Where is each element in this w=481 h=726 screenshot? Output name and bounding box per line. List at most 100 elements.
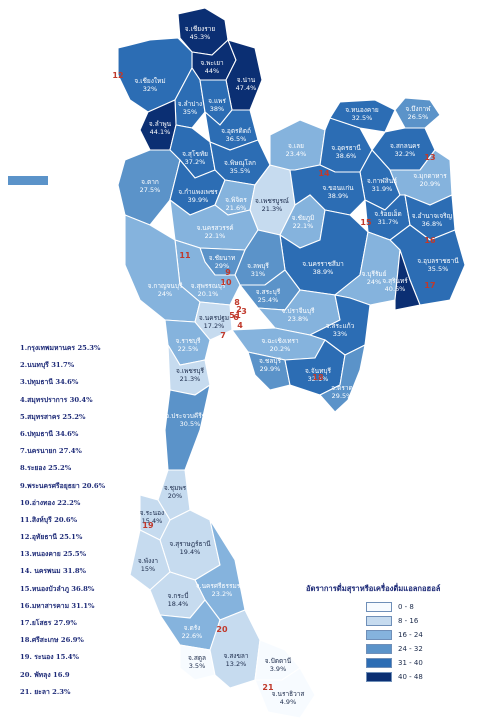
legend-swatch	[366, 644, 392, 654]
region-number-marker: 13	[424, 153, 435, 162]
province-trat	[319, 344, 366, 413]
province-value-lopburi: 31%	[251, 270, 265, 278]
province-label-prachinburi: จ.ปราจีนบุรี	[281, 307, 315, 315]
legend-item: 8 - 16	[366, 614, 478, 628]
province-value-chiangmai: 32%	[143, 85, 157, 93]
province-value-saraburi: 25.4%	[258, 296, 279, 304]
province-label-nongkhai: จ.หนองคาย	[345, 106, 379, 114]
province-label-nakhonsi: จ.นครศรีธรรมราช	[196, 582, 249, 590]
province-value-sakaeo: 33%	[333, 330, 347, 338]
region-number-marker: 8	[234, 298, 240, 307]
province-value-chiangrai: 45.3%	[190, 33, 211, 41]
legend-item: 16 - 24	[366, 628, 478, 642]
region-list-item: 9.พระนครศรีอยุธยา 20.6%	[20, 481, 106, 490]
province-label-phetchabun: จ.เพชรบูรณ์	[255, 197, 289, 205]
province-label-chaiyaphum: จ.ชัยภูมิ	[292, 214, 315, 222]
province-value-lampang: 35%	[183, 108, 197, 116]
legend-item: 40 - 48	[366, 670, 478, 684]
region-list-item: 1.กรุงเทพมหานคร 25.3%	[20, 344, 101, 352]
province-value-satun: 3.5%	[189, 662, 206, 670]
region-number-marker: 6	[233, 313, 239, 322]
province-label-kamphaeng: จ.กำแพงเพชร	[178, 188, 218, 196]
province-value-phitsanulok: 35.5%	[230, 167, 251, 175]
region-number-marker: 10	[220, 278, 232, 287]
province-label-lamphun: จ.ลำพูน	[149, 120, 172, 128]
region-number-marker: 1	[235, 311, 241, 320]
province-label-ratchaburi: จ.ราชบุรี	[175, 337, 201, 345]
province-label-phitsanulok: จ.พิษณุโลก	[224, 159, 256, 167]
province-value-sakon: 32.2%	[395, 150, 416, 158]
province-value-trang: 22.6%	[182, 632, 203, 640]
province-label-lampang: จ.ลำปาง	[178, 100, 202, 108]
region-number-marker: 21	[262, 683, 274, 692]
province-label-nakhonpathom: จ.นครปฐม	[199, 314, 229, 322]
region-number-marker: 5	[229, 311, 235, 320]
province-label-phrae: จ.แพร่	[208, 97, 226, 105]
province-label-phangnga: จ.พังงา	[138, 557, 159, 565]
province-value-suphan: 20.1%	[198, 290, 219, 298]
province-value-kanchanaburi: 24%	[158, 290, 172, 298]
province-value-chonburi: 29.9%	[260, 365, 281, 373]
province-label-korat: จ.นครราชสีมา	[302, 260, 344, 268]
province-label-chonburi: จ.ชลบุรี	[259, 357, 281, 365]
province-label-surat: จ.สุราษฎร์ธานี	[169, 540, 211, 548]
province-label-uttaradit: จ.อุตรดิตถ์	[221, 127, 251, 135]
province-label-sakaeo: จ.สระแก้ว	[326, 322, 355, 330]
province-label-khonkaen: จ.ขอนแก่น	[322, 184, 354, 192]
province-label-saraburi: จ.สระบุรี	[256, 288, 281, 296]
legend-item: 24 - 32	[366, 642, 478, 656]
province-label-nakhonsawan: จ.นครสวรรค์	[196, 224, 233, 232]
province-value-kamphaeng: 39.9%	[188, 196, 209, 204]
province-label-songkhla: จ.สงขลา	[223, 652, 248, 660]
province-value-roiet: 31.7%	[378, 218, 399, 226]
province-value-udon: 38.6%	[336, 152, 357, 160]
province-value-chanthaburi: 32.1%	[308, 375, 329, 383]
province-value-phichit: 21.6%	[226, 204, 247, 212]
region-list-item: 18.ศรีสะเกษ 26.9%	[20, 636, 84, 645]
province-value-sukhothai: 37.2%	[185, 158, 206, 166]
province-value-korat: 38.9%	[313, 268, 334, 276]
side-color-swatch	[8, 176, 48, 185]
province-label-phayao: จ.พะเยา	[200, 59, 224, 67]
region-list-item: 15.หนองบัวลำภู 36.8%	[20, 584, 95, 593]
region-number-marker: 20	[216, 625, 228, 634]
province-value-chumphon: 20%	[168, 492, 182, 500]
region-list-item: 19. ระนอง 15.4%	[20, 653, 79, 662]
province-value-prachinburi: 23.8%	[288, 315, 309, 323]
legend-title: อัตราการดื่มสุราหรือเครื่องดื่มแอลกอฮอล์	[306, 584, 441, 593]
region-list-item: 16.มหาสารคาม 31.1%	[20, 601, 95, 610]
province-value-buriram: 24%	[367, 278, 381, 286]
province-label-ranong: จ.ระนอง	[140, 509, 164, 517]
legend-label: 24 - 32	[398, 645, 423, 653]
province-label-krabi: จ.กระบี่	[168, 591, 189, 600]
province-label-kalasin: จ.กาฬสินธุ์	[367, 177, 397, 185]
province-chonburi	[247, 351, 291, 391]
region-number-marker: 19	[142, 521, 154, 530]
region-number-marker: 16	[424, 236, 436, 245]
province-label-chachoengsao: จ.ฉะเชิงเทรา	[261, 337, 299, 345]
region-list-item: 13.หนองคาย 25.5%	[20, 550, 87, 559]
legend-swatch	[366, 672, 392, 682]
region-number-marker: 3	[241, 307, 247, 316]
province-value-ubon: 35.5%	[428, 265, 449, 273]
province-value-kalasin: 31.9%	[372, 185, 393, 193]
province-value-khonkaen: 38.9%	[328, 192, 349, 200]
region-list-item: 10.อ่างทอง 22.2%	[20, 498, 81, 507]
province-label-amnat: จ.อำนาจเจริญ	[412, 212, 453, 220]
region-list-item: 17.ยโสธร 27.9%	[20, 619, 77, 627]
province-label-chiangmai: จ.เชียงใหม่	[134, 77, 165, 85]
province-value-loei: 23.4%	[286, 150, 307, 158]
province-value-pattani: 3.9%	[270, 665, 287, 673]
province-label-kanchanaburi: จ.กาญจนบุรี	[148, 282, 183, 290]
region-list-item: 2.นนทบุรี 31.7%	[20, 361, 75, 370]
province-value-surin: 40.6%	[385, 285, 406, 293]
province-value-chachoengsao: 20.2%	[270, 345, 291, 353]
legend-swatch	[366, 630, 392, 640]
legend-item: 31 - 40	[366, 656, 478, 670]
province-narathiwat	[254, 667, 316, 719]
province-value-phetchabun: 21.3%	[262, 205, 283, 213]
region-list: 1.กรุงเทพมหานคร 25.3%2.นนทบุรี 31.7%3.ปท…	[20, 340, 195, 701]
region-list-item: 8.ระยอง 25.2%	[20, 464, 72, 473]
